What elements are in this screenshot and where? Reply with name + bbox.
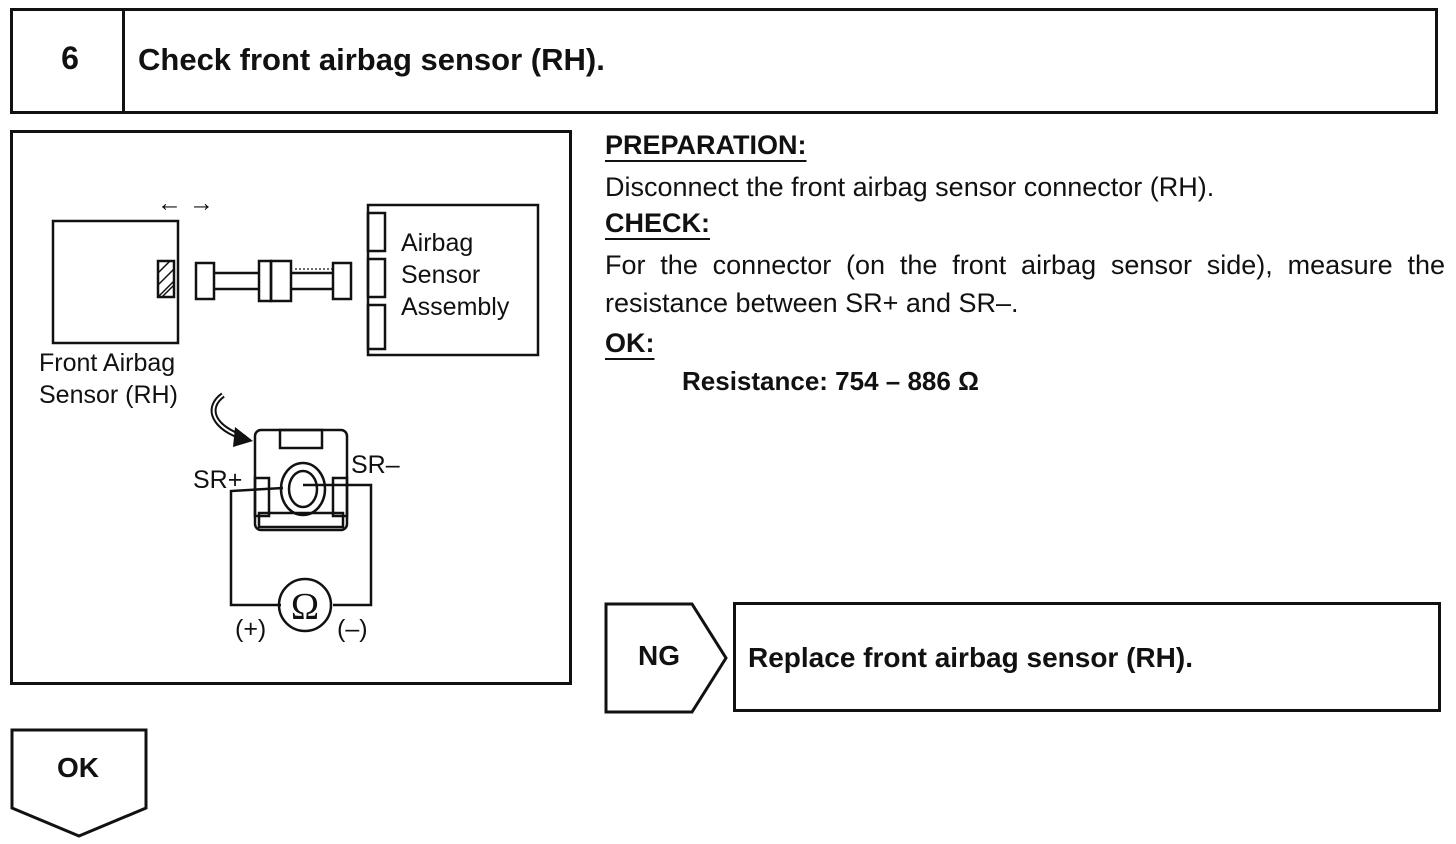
terminal-sr-plus: SR+ [193, 466, 242, 494]
ohm-icon: Ω [291, 586, 319, 628]
assembly-label-line-1: Airbag [401, 229, 473, 257]
ohmmeter [277, 577, 333, 633]
ng-action-text: Replace front airbag sensor (RH). [748, 642, 1193, 673]
ok-label: OK [57, 752, 99, 783]
ng-label: NG [638, 640, 680, 671]
step-number: 6 [61, 40, 79, 76]
preparation-text: Disconnect the front airbag sensor conne… [605, 172, 1215, 202]
step-title: Check front airbag sensor (RH). [138, 42, 605, 77]
probe-minus-label: (–) [337, 615, 368, 643]
harness-connector-right [331, 261, 353, 301]
ng-arrow-shape [604, 602, 728, 714]
check-text: For the connector (on the front airbag s… [605, 250, 1445, 318]
probe-plus-label: (+) [235, 615, 266, 643]
slide-arrows: ← → [157, 189, 214, 217]
front-sensor-body [51, 219, 180, 345]
wiring-illustration: ← → Airbag Sensor Assembly Front Airbag … [10, 130, 572, 685]
step-header-box [10, 8, 1438, 114]
step-header-divider [122, 8, 125, 114]
assembly-label-line-2: Sensor [401, 261, 480, 289]
terminal-sr-minus: SR– [351, 451, 400, 479]
ok-arrow-shape [10, 728, 148, 838]
connector-diagram: ← → Airbag Sensor Assembly Front Airbag … [39, 189, 540, 643]
sensor-label-line-1: Front Airbag [39, 349, 175, 377]
assembly-label-line-3: Assembly [401, 293, 510, 321]
harness-connector-left [194, 261, 216, 301]
sensor-label-line-2: Sensor (RH) [39, 381, 178, 409]
ng-action-box [733, 602, 1441, 712]
preparation-heading: PREPARATION: [605, 130, 807, 160]
check-heading: CHECK: [605, 208, 710, 238]
ok-heading: OK: [605, 328, 655, 358]
harness-joint [269, 259, 293, 303]
resistance-spec: Resistance: 754 – 886 Ω [682, 366, 979, 396]
